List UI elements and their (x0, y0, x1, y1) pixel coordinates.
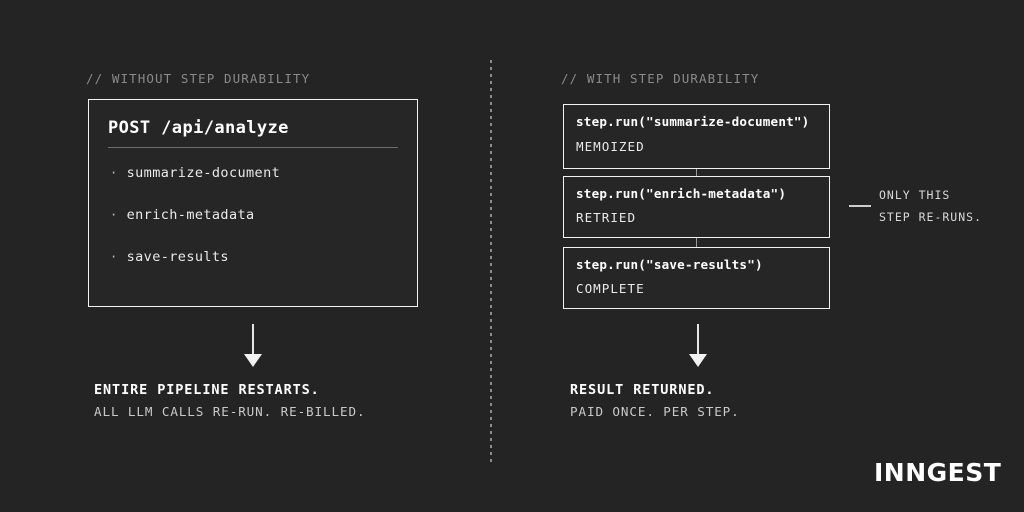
right-flow-arrow-head (689, 354, 707, 367)
step-status-memoized: MEMOIZED (576, 139, 645, 154)
callout-line-2: STEP RE-RUNS. (879, 210, 983, 224)
step-call-save-results: step.run("save-results") (576, 257, 763, 272)
bullet-icon: · (110, 166, 118, 180)
list-item-label: summarize-document (126, 165, 281, 181)
list-item: · enrich-metadata (110, 207, 255, 223)
step-status-retried: RETRIED (576, 210, 637, 225)
list-item-label: save-results (126, 249, 229, 265)
callout-connector-dash (849, 205, 871, 207)
inngest-logo: INNGEST (874, 458, 1002, 487)
step-connector-1 (696, 169, 698, 176)
right-outcome-primary: RESULT RETURNED. (570, 382, 715, 398)
right-outcome-secondary: PAID ONCE. PER STEP. (570, 404, 740, 419)
step-box-enrich-metadata (563, 176, 830, 238)
bullet-icon: · (110, 208, 118, 222)
left-flow-arrow-shaft (252, 324, 254, 356)
vertical-dotted-divider (490, 60, 492, 464)
left-panel-header: // WITHOUT STEP DURABILITY (86, 71, 311, 86)
step-call-enrich-metadata: step.run("enrich-metadata") (576, 186, 787, 201)
left-flow-arrow-head (244, 354, 262, 367)
step-status-complete: COMPLETE (576, 281, 645, 296)
bullet-icon: · (110, 250, 118, 264)
list-item: · save-results (110, 249, 229, 265)
step-connector-2 (696, 238, 698, 247)
monolith-endpoint-title: POST /api/analyze (108, 118, 289, 138)
step-box-save-results (563, 247, 830, 309)
step-box-summarize-document (563, 104, 830, 169)
monolith-request-box (88, 99, 418, 307)
left-outcome-secondary: ALL LLM CALLS RE-RUN. RE-BILLED. (94, 404, 366, 419)
right-panel-header: // WITH STEP DURABILITY (561, 71, 760, 86)
monolith-divider-rule (108, 147, 398, 149)
left-outcome-primary: ENTIRE PIPELINE RESTARTS. (94, 382, 320, 398)
step-call-summarize-document: step.run("summarize-document") (576, 114, 810, 129)
right-flow-arrow-shaft (697, 324, 699, 356)
callout-line-1: ONLY THIS (879, 188, 951, 202)
list-item: · summarize-document (110, 165, 280, 181)
list-item-label: enrich-metadata (126, 207, 255, 223)
